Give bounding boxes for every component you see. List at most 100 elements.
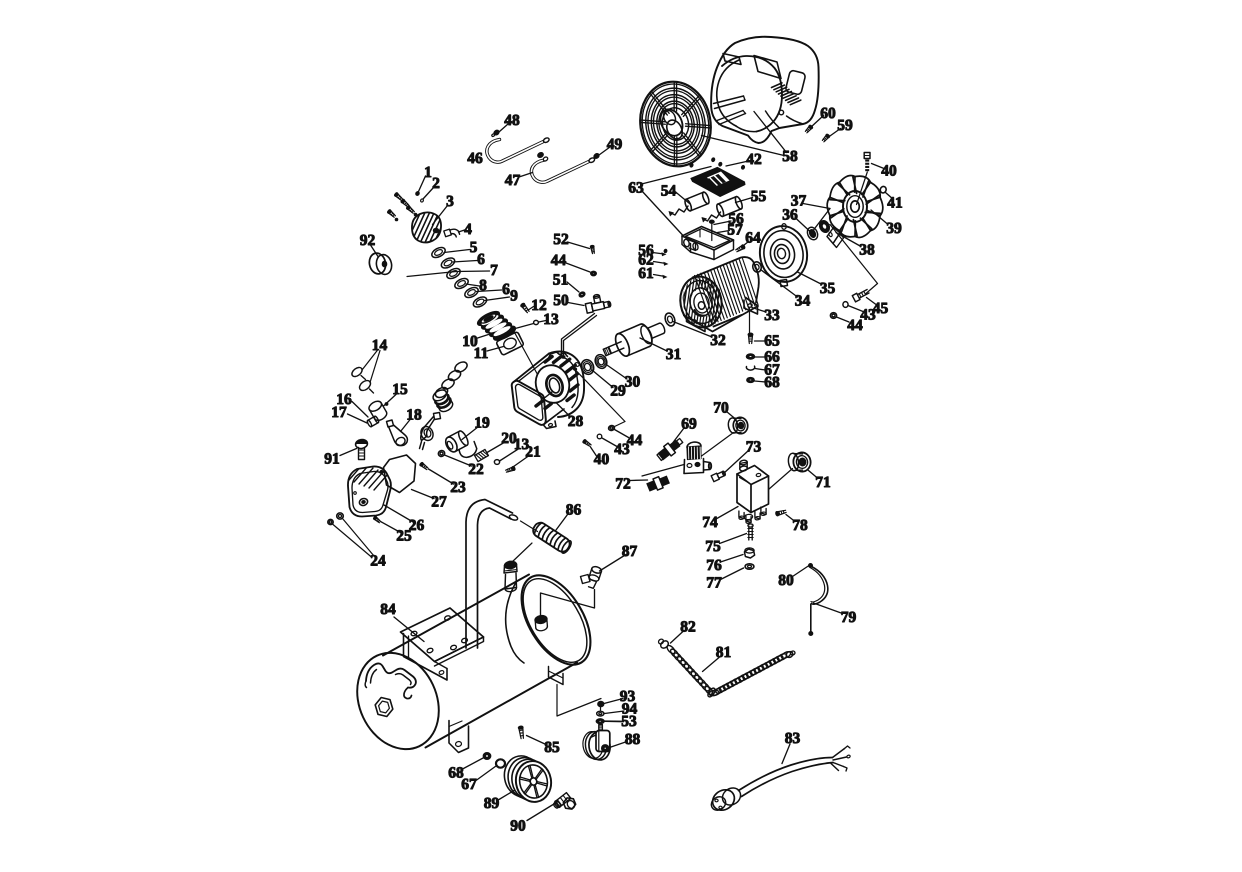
svg-text:67: 67 — [764, 362, 780, 379]
svg-text:74: 74 — [702, 514, 718, 531]
svg-text:20: 20 — [501, 430, 517, 447]
svg-text:40: 40 — [881, 163, 897, 180]
svg-text:49: 49 — [607, 136, 623, 153]
svg-text:90: 90 — [510, 818, 526, 835]
svg-text:45: 45 — [873, 300, 889, 317]
svg-text:69: 69 — [681, 416, 697, 433]
svg-text:79: 79 — [841, 609, 857, 626]
svg-text:31: 31 — [666, 346, 682, 363]
svg-text:37: 37 — [791, 193, 807, 210]
svg-text:60: 60 — [820, 105, 836, 122]
svg-text:44: 44 — [551, 252, 567, 269]
svg-text:66: 66 — [764, 349, 780, 366]
svg-text:44: 44 — [847, 317, 863, 334]
svg-text:86: 86 — [566, 502, 582, 519]
svg-text:43: 43 — [860, 307, 876, 324]
svg-text:81: 81 — [716, 644, 732, 661]
svg-text:15: 15 — [392, 381, 408, 398]
svg-text:9: 9 — [510, 288, 518, 305]
svg-text:50: 50 — [553, 292, 569, 309]
svg-text:47: 47 — [505, 172, 521, 189]
svg-text:4: 4 — [464, 221, 472, 238]
svg-text:1: 1 — [424, 164, 432, 181]
svg-text:10: 10 — [462, 333, 478, 350]
svg-text:34: 34 — [795, 293, 811, 310]
svg-text:43: 43 — [614, 441, 630, 458]
svg-text:6: 6 — [502, 281, 510, 298]
svg-text:57: 57 — [727, 222, 743, 239]
svg-text:91: 91 — [324, 451, 340, 468]
svg-text:58: 58 — [782, 148, 798, 165]
svg-text:32: 32 — [710, 332, 726, 349]
svg-text:29: 29 — [610, 383, 626, 400]
svg-text:35: 35 — [820, 280, 836, 297]
svg-text:26: 26 — [409, 517, 425, 534]
svg-text:18: 18 — [406, 407, 422, 424]
svg-text:48: 48 — [504, 112, 520, 129]
svg-text:94: 94 — [622, 701, 638, 718]
svg-text:44: 44 — [627, 432, 643, 449]
svg-text:53: 53 — [621, 713, 637, 730]
svg-text:65: 65 — [764, 333, 780, 350]
svg-text:84: 84 — [380, 601, 396, 618]
svg-text:38: 38 — [859, 242, 875, 259]
svg-text:3: 3 — [446, 193, 454, 210]
svg-text:6: 6 — [477, 251, 485, 268]
svg-text:92: 92 — [360, 232, 376, 249]
svg-text:41: 41 — [887, 195, 903, 212]
svg-text:13: 13 — [543, 311, 559, 328]
svg-text:56: 56 — [638, 242, 654, 259]
svg-text:63: 63 — [628, 180, 644, 197]
svg-text:28: 28 — [568, 413, 584, 430]
svg-text:2: 2 — [432, 175, 440, 192]
svg-text:23: 23 — [450, 479, 466, 496]
svg-text:5: 5 — [470, 239, 478, 256]
svg-text:76: 76 — [706, 557, 722, 574]
svg-text:67: 67 — [461, 776, 477, 793]
svg-text:25: 25 — [396, 528, 412, 545]
svg-text:39: 39 — [886, 220, 902, 237]
svg-text:17: 17 — [331, 404, 347, 421]
svg-text:78: 78 — [792, 517, 808, 534]
svg-text:55: 55 — [751, 188, 767, 205]
svg-text:82: 82 — [680, 619, 696, 636]
svg-text:80: 80 — [778, 572, 794, 589]
svg-text:14: 14 — [372, 337, 388, 354]
svg-text:59: 59 — [837, 117, 853, 134]
svg-text:68: 68 — [448, 765, 464, 782]
svg-text:64: 64 — [745, 230, 761, 247]
svg-text:27: 27 — [431, 494, 447, 511]
svg-text:8: 8 — [479, 277, 487, 294]
svg-text:61: 61 — [638, 265, 654, 282]
svg-text:89: 89 — [484, 795, 500, 812]
svg-text:13: 13 — [514, 436, 530, 453]
svg-text:75: 75 — [705, 538, 721, 555]
svg-text:71: 71 — [815, 474, 831, 491]
svg-text:54: 54 — [661, 183, 677, 200]
svg-text:62: 62 — [638, 252, 654, 269]
svg-text:72: 72 — [615, 476, 631, 493]
svg-text:40: 40 — [594, 451, 610, 468]
svg-text:30: 30 — [625, 374, 641, 391]
svg-text:51: 51 — [553, 272, 569, 289]
svg-text:36: 36 — [782, 207, 798, 224]
svg-text:11: 11 — [474, 345, 489, 362]
svg-text:7: 7 — [490, 262, 498, 279]
svg-text:56: 56 — [728, 211, 744, 228]
svg-text:73: 73 — [746, 439, 762, 456]
svg-text:46: 46 — [467, 150, 483, 167]
svg-text:87: 87 — [622, 543, 638, 560]
svg-text:52: 52 — [553, 231, 569, 248]
svg-text:24: 24 — [370, 553, 386, 570]
svg-text:83: 83 — [785, 730, 801, 747]
svg-text:19: 19 — [474, 415, 490, 432]
svg-text:88: 88 — [625, 731, 641, 748]
svg-text:77: 77 — [706, 575, 722, 592]
svg-text:42: 42 — [746, 151, 762, 168]
svg-text:68: 68 — [764, 374, 780, 391]
svg-text:85: 85 — [544, 739, 560, 756]
svg-text:33: 33 — [764, 307, 780, 324]
svg-text:93: 93 — [620, 688, 636, 705]
svg-text:16: 16 — [336, 391, 352, 408]
svg-text:12: 12 — [531, 297, 547, 314]
